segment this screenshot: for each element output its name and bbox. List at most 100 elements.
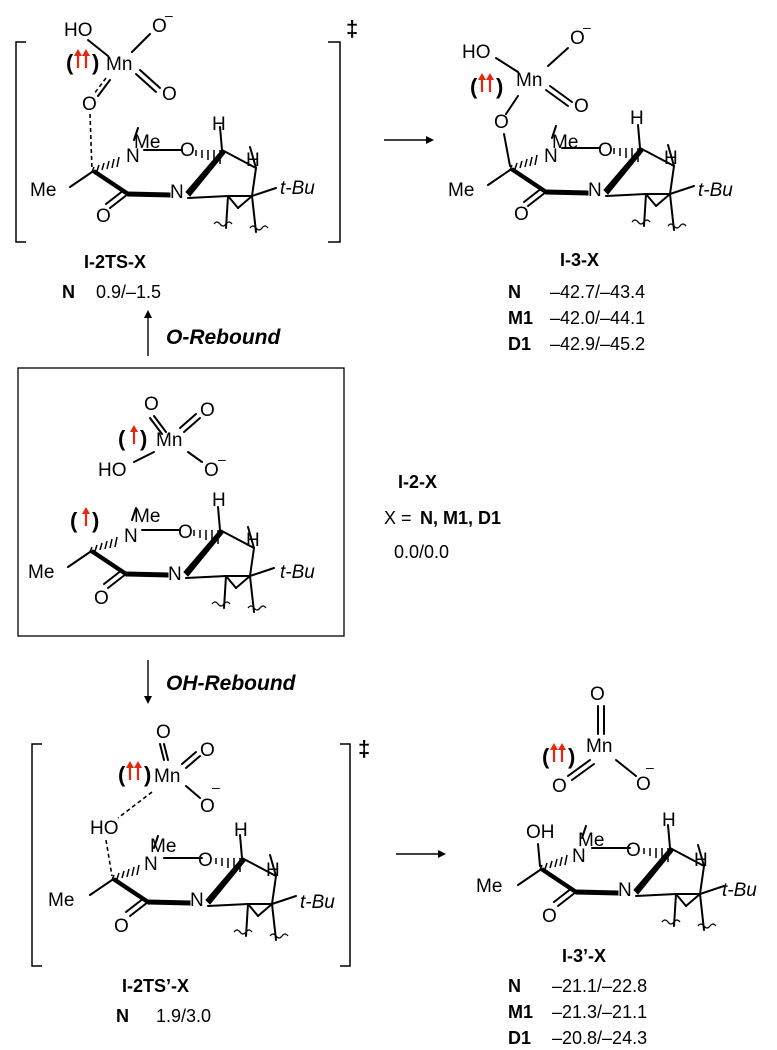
svg-text:O: O bbox=[200, 740, 215, 761]
svg-text:Mn: Mn bbox=[516, 70, 542, 91]
svg-text:): ) bbox=[496, 74, 503, 99]
center-x-values: N, M1, D1 bbox=[420, 508, 501, 528]
svg-text:O: O bbox=[156, 722, 171, 743]
p1-method-2: D1 bbox=[508, 334, 531, 354]
svg-text:(: ( bbox=[470, 74, 478, 99]
ts1-spin-arrows bbox=[74, 49, 90, 68]
svg-text:O: O bbox=[178, 522, 193, 543]
svg-text:Me: Me bbox=[150, 836, 176, 857]
p2-value-2: –20.8/–24.3 bbox=[552, 1028, 647, 1048]
svg-text:Me: Me bbox=[48, 890, 74, 911]
svg-text:N: N bbox=[170, 182, 184, 203]
o-rebound-arrow bbox=[144, 310, 152, 356]
svg-text:O: O bbox=[598, 140, 613, 161]
svg-text:O: O bbox=[552, 776, 567, 797]
center-structure: O O ( ) Mn HO O – ( ) Me Me N O N O H H … bbox=[17, 367, 501, 637]
p1-method-0: N bbox=[508, 282, 521, 302]
center-label: I-2-X bbox=[398, 472, 437, 492]
svg-text:N: N bbox=[618, 880, 632, 901]
svg-text:H: H bbox=[662, 810, 676, 831]
svg-text:Mn: Mn bbox=[156, 430, 182, 451]
svg-text:(: ( bbox=[66, 50, 74, 75]
center-spin-arrow-mn bbox=[130, 425, 138, 444]
p2-label: I-3’-X bbox=[562, 946, 606, 966]
ts1-right-bracket bbox=[328, 41, 341, 243]
p2-spin-arrows bbox=[550, 743, 566, 762]
svg-text:HO: HO bbox=[98, 460, 127, 481]
svg-text:O: O bbox=[180, 140, 195, 161]
svg-text:O: O bbox=[542, 906, 557, 927]
svg-text:t-Bu: t-Bu bbox=[280, 562, 315, 583]
svg-text:t-Bu: t-Bu bbox=[280, 178, 315, 199]
svg-text:H: H bbox=[212, 114, 226, 135]
p2-structure: O ( ) Mn O O – OH Me Me N O N O H H t-Bu… bbox=[476, 684, 757, 1048]
ts1-method: N bbox=[62, 282, 75, 302]
svg-text:N: N bbox=[190, 890, 204, 911]
svg-text:(: ( bbox=[542, 744, 550, 769]
svg-text:–: – bbox=[583, 19, 591, 35]
svg-text:–: – bbox=[165, 7, 173, 23]
ts1-mn: Mn bbox=[106, 54, 132, 75]
svg-text:N: N bbox=[572, 846, 586, 867]
svg-text:t-Bu: t-Bu bbox=[300, 892, 335, 913]
svg-text:): ) bbox=[568, 744, 575, 769]
svg-text:O: O bbox=[200, 796, 215, 817]
svg-text:Me: Me bbox=[28, 562, 54, 583]
svg-text:O: O bbox=[626, 840, 641, 861]
ts1-label: I-2TS-X bbox=[84, 252, 146, 272]
ts1-ho: HO bbox=[64, 20, 93, 41]
svg-text:(: ( bbox=[118, 762, 126, 787]
svg-text:Mn: Mn bbox=[154, 766, 180, 787]
svg-text:H: H bbox=[694, 850, 708, 871]
svg-text:O: O bbox=[114, 916, 129, 937]
svg-text:O: O bbox=[144, 394, 159, 415]
svg-text:–: – bbox=[212, 779, 220, 795]
svg-text:): ) bbox=[144, 762, 151, 787]
svg-text:): ) bbox=[92, 50, 99, 75]
ts1-structure: ‡ HO O – ( ) Mn O O Me Me N O N O H H t-… bbox=[15, 7, 358, 302]
ts1-ts-symbol: ‡ bbox=[346, 16, 358, 41]
svg-text:(: ( bbox=[118, 426, 126, 451]
svg-text:N: N bbox=[588, 180, 602, 201]
svg-text:O: O bbox=[94, 588, 109, 609]
o-rebound-label: O-Rebound bbox=[166, 326, 281, 349]
svg-text:N: N bbox=[544, 146, 558, 167]
ts2-spin-arrows bbox=[126, 761, 142, 780]
svg-text:H: H bbox=[246, 150, 260, 171]
svg-text:(: ( bbox=[70, 508, 78, 533]
svg-text:O: O bbox=[96, 206, 111, 227]
arrow-ts1-to-p1 bbox=[384, 136, 434, 144]
svg-text:N: N bbox=[168, 564, 182, 585]
svg-text:H: H bbox=[266, 860, 280, 881]
arrow-ts2-to-p2 bbox=[396, 850, 446, 858]
svg-text:H: H bbox=[234, 820, 248, 841]
p1-structure: HO O – ( ) Mn O O Me Me N O N O H H t-Bu… bbox=[448, 19, 733, 354]
svg-text:–: – bbox=[646, 759, 654, 775]
ts1-o-bridge: O bbox=[82, 94, 97, 115]
p1-value-2: –42.9/–45.2 bbox=[550, 334, 645, 354]
svg-text:H: H bbox=[246, 530, 260, 551]
ts1-o-minus: O bbox=[152, 16, 167, 37]
ts2-ts-symbol: ‡ bbox=[358, 736, 370, 761]
svg-text:t-Bu: t-Bu bbox=[698, 180, 733, 201]
center-box bbox=[17, 367, 345, 637]
ts2-left-bracket bbox=[31, 743, 42, 967]
svg-text:N: N bbox=[124, 526, 138, 547]
svg-text:O: O bbox=[204, 460, 219, 481]
svg-text:H: H bbox=[630, 108, 644, 129]
center-value: 0.0/0.0 bbox=[394, 542, 449, 562]
ts1-o-double: O bbox=[162, 84, 177, 105]
ts2-label: I-2TS’-X bbox=[122, 976, 189, 996]
ts1-left-bracket bbox=[15, 41, 26, 243]
svg-text:Me: Me bbox=[448, 180, 474, 201]
svg-text:O: O bbox=[514, 204, 529, 225]
svg-text:Me: Me bbox=[476, 876, 502, 897]
svg-text:HO: HO bbox=[462, 42, 491, 63]
svg-text:N: N bbox=[126, 146, 140, 167]
svg-text:H: H bbox=[212, 490, 226, 511]
ts2-method: N bbox=[116, 1006, 129, 1026]
p2-value-1: –21.3/–21.1 bbox=[552, 1002, 647, 1022]
p1-label: I-3-X bbox=[560, 250, 599, 270]
svg-text:Me: Me bbox=[134, 132, 160, 153]
